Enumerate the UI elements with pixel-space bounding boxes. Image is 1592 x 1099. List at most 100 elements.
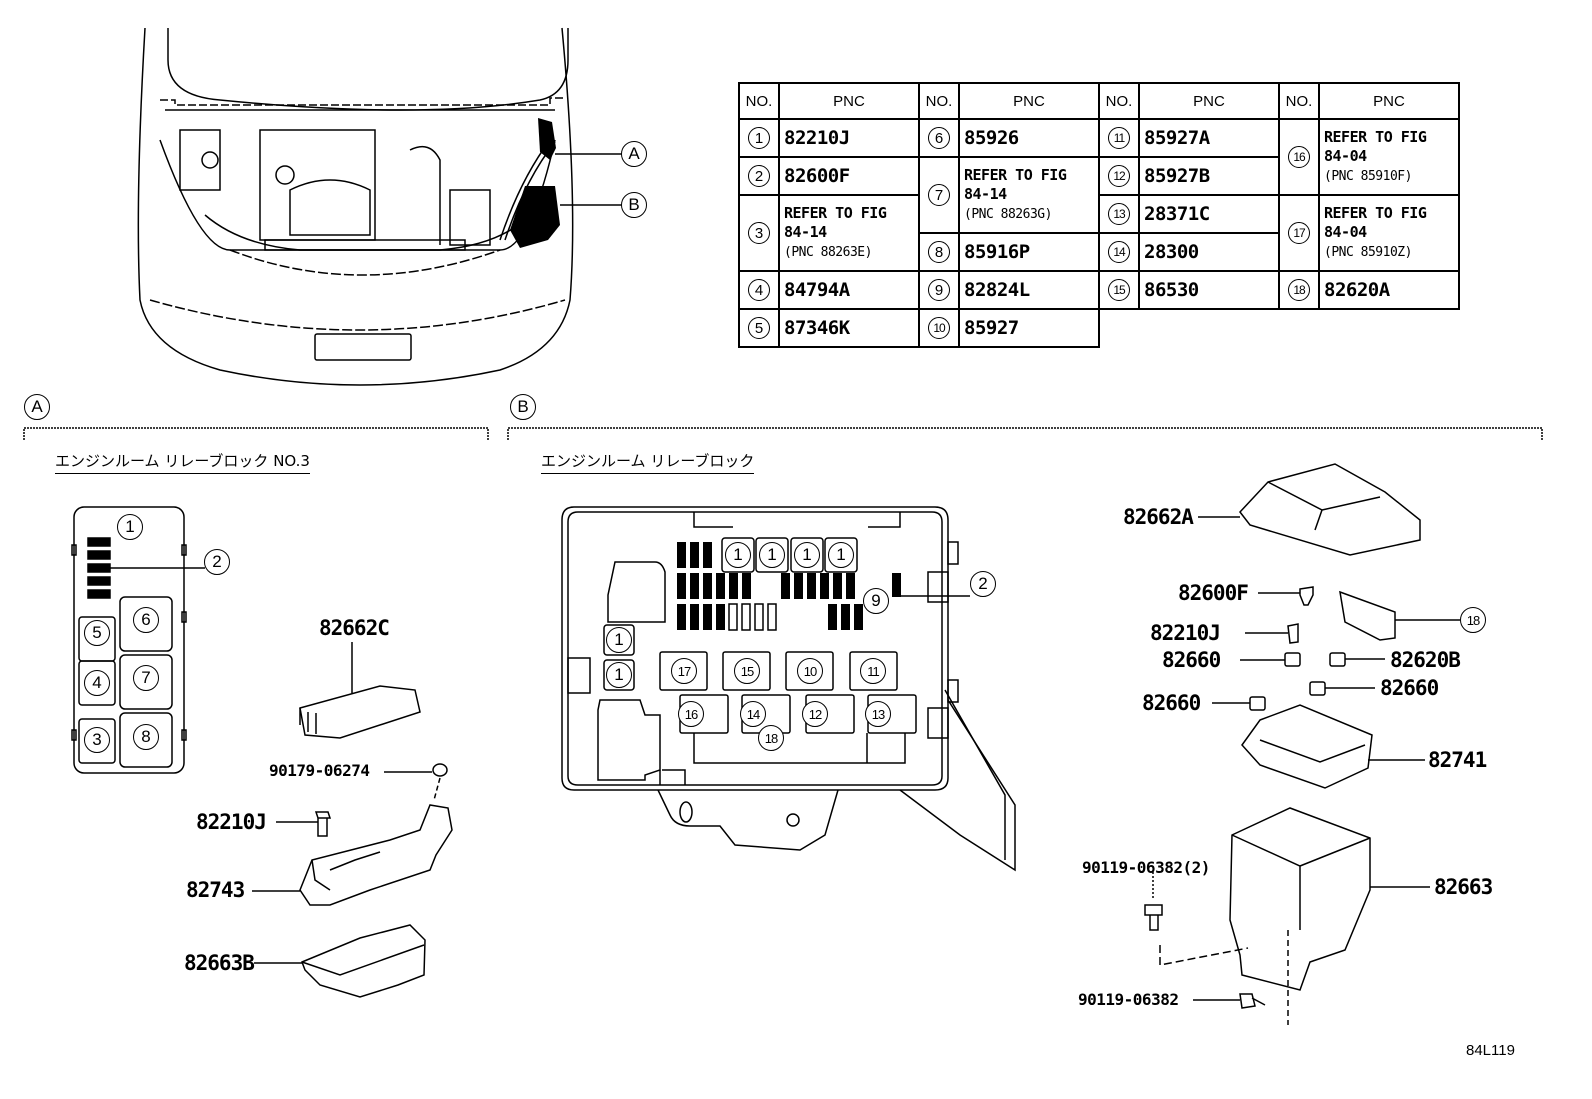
pnc-value[interactable]: 85916P xyxy=(958,232,1100,272)
part-label[interactable]: 82210J xyxy=(1150,621,1221,645)
section-a-callout: A xyxy=(24,394,50,420)
table-row: 2 82600F 7 REFER TO FIG 84-14(PNC 88263G… xyxy=(738,156,1459,234)
position-marker[interactable]: 1 xyxy=(606,662,632,688)
position-marker[interactable]: 16 xyxy=(678,701,704,727)
position-marker[interactable]: 12 xyxy=(802,701,828,727)
callout-a[interactable]: A xyxy=(621,141,647,167)
position-marker[interactable]: 3 xyxy=(84,727,110,753)
pnc-value[interactable]: 85926 xyxy=(958,118,1100,158)
reference-pnc: (PNC 88263G) xyxy=(964,207,1052,222)
part-label[interactable]: 82600F xyxy=(1178,581,1249,605)
reference-pnc: (PNC 85910Z) xyxy=(1324,245,1412,260)
part-label[interactable]: 82660 xyxy=(1380,676,1439,700)
pnc-reference[interactable]: REFER TO FIG 84-04(PNC 85910F) xyxy=(1318,118,1460,196)
position-marker[interactable]: 1 xyxy=(606,627,632,653)
pnc-value[interactable]: 82210J xyxy=(778,118,920,158)
engine-room-relay-block-layout xyxy=(561,506,1016,872)
part-label[interactable]: 82741 xyxy=(1428,748,1487,772)
position-marker[interactable]: 4 xyxy=(84,670,110,696)
header-no: NO. xyxy=(918,82,960,120)
pnc-value[interactable]: 85927 xyxy=(958,308,1100,348)
part-label[interactable]: 82660 xyxy=(1162,648,1221,672)
table-row: 8 85916P 14 28300 xyxy=(739,232,1459,272)
part-label[interactable]: 82210J xyxy=(196,810,267,834)
pnc-value[interactable]: 86530 xyxy=(1138,270,1280,310)
position-marker[interactable]: 11 xyxy=(860,658,886,684)
position-marker[interactable]: 1 xyxy=(794,542,820,568)
section-b-callout: B xyxy=(510,394,536,420)
reference-pnc: (PNC 85910F) xyxy=(1324,169,1412,184)
pnc-value[interactable]: 28371C xyxy=(1138,194,1280,234)
item-number: 3 xyxy=(748,222,770,244)
position-marker[interactable]: 8 xyxy=(133,724,159,750)
position-marker[interactable]: 1 xyxy=(117,514,143,540)
part-label[interactable]: 82662C xyxy=(319,616,390,640)
part-label[interactable]: 90179-06274 xyxy=(269,761,370,780)
part-label[interactable]: 82663 xyxy=(1434,875,1493,899)
item-number: 18 xyxy=(1288,279,1310,301)
relay-block-no3-exploded-parts xyxy=(252,642,453,998)
item-number: 7 xyxy=(928,184,950,206)
callout-b[interactable]: B xyxy=(621,192,647,218)
header-pnc: PNC xyxy=(778,82,920,120)
section-b-title: エンジンルーム リレーブロック xyxy=(541,450,755,474)
pnc-value[interactable]: 85927A xyxy=(1138,118,1280,158)
table-row: 4 84794A 9 82824L 15 86530 18 82620A xyxy=(738,270,1460,310)
table-header-row: NO. PNC NO. PNC NO. PNC NO. PNC xyxy=(738,82,1460,120)
item-number: 13 xyxy=(1108,203,1130,225)
position-marker[interactable]: 9 xyxy=(863,588,889,614)
position-marker[interactable]: 17 xyxy=(671,658,697,684)
pnc-value[interactable]: 82824L xyxy=(958,270,1100,310)
position-marker[interactable]: 7 xyxy=(133,665,159,691)
position-marker[interactable]: 13 xyxy=(865,701,891,727)
position-marker[interactable]: 1 xyxy=(828,542,854,568)
pnc-reference[interactable]: REFER TO FIG 84-14 (PNC 88263G) xyxy=(958,156,1100,234)
pnc-value[interactable]: 82600F xyxy=(778,156,920,196)
part-label[interactable]: 82660 xyxy=(1142,691,1201,715)
pnc-value[interactable]: 28300 xyxy=(1138,232,1280,272)
table-row: 3 REFER TO FIG 84-14(PNC 88263E) 13 2837… xyxy=(738,194,1460,272)
part-label[interactable]: 82662A xyxy=(1123,505,1194,529)
position-marker[interactable]: 1 xyxy=(725,542,751,568)
part-label[interactable]: 82620B xyxy=(1390,648,1461,672)
item-number: 15 xyxy=(1108,279,1130,301)
position-marker[interactable]: 1 xyxy=(759,542,785,568)
item-number: 1 xyxy=(748,127,770,149)
position-marker[interactable]: 6 xyxy=(133,607,159,633)
pnc-reference[interactable]: REFER TO FIG 84-14(PNC 88263E) xyxy=(778,194,920,272)
item-number: 5 xyxy=(748,317,770,339)
position-marker[interactable]: 2 xyxy=(970,571,996,597)
position-marker[interactable]: 15 xyxy=(734,658,760,684)
pnc-value[interactable]: 85927B xyxy=(1138,156,1280,196)
part-label[interactable]: 90119-06382 xyxy=(1078,990,1179,1009)
reference-text: REFER TO FIG 84-14 xyxy=(964,166,1067,203)
header-no: NO. xyxy=(738,82,780,120)
part-label[interactable]: 90119-06382(2) xyxy=(1082,858,1210,877)
empty-cell xyxy=(1099,309,1459,347)
pnc-reference[interactable]: REFER TO FIG 84-04(PNC 85910Z) xyxy=(1318,194,1460,272)
position-marker[interactable]: 10 xyxy=(797,658,823,684)
relay-block-b-marker xyxy=(510,186,560,248)
empty-fuse-slots xyxy=(728,603,777,631)
position-marker[interactable]: 2 xyxy=(204,549,230,575)
pnc-value[interactable]: 87346K xyxy=(778,308,920,348)
position-marker[interactable]: 14 xyxy=(740,701,766,727)
fuse-slots xyxy=(677,542,901,630)
item-number: 16 xyxy=(1288,146,1310,168)
pnc-value[interactable]: 82620A xyxy=(1318,270,1460,310)
part-label[interactable]: 82743 xyxy=(186,878,245,902)
item-number: 9 xyxy=(928,279,950,301)
position-marker[interactable]: 5 xyxy=(84,620,110,646)
position-marker[interactable]: 18 xyxy=(758,725,784,751)
pnc-value[interactable]: 84794A xyxy=(778,270,920,310)
position-marker[interactable]: 18 xyxy=(1460,607,1486,633)
part-label[interactable]: 82663B xyxy=(184,951,255,975)
header-pnc: PNC xyxy=(1138,82,1280,120)
item-number: 6 xyxy=(928,127,950,149)
relay-block-exploded-parts xyxy=(1144,463,1460,1025)
figure-id: 84L119 xyxy=(1466,1042,1515,1059)
relay-block-no3-layout xyxy=(71,506,205,774)
item-number: 8 xyxy=(928,241,950,263)
item-number: 14 xyxy=(1108,241,1130,263)
